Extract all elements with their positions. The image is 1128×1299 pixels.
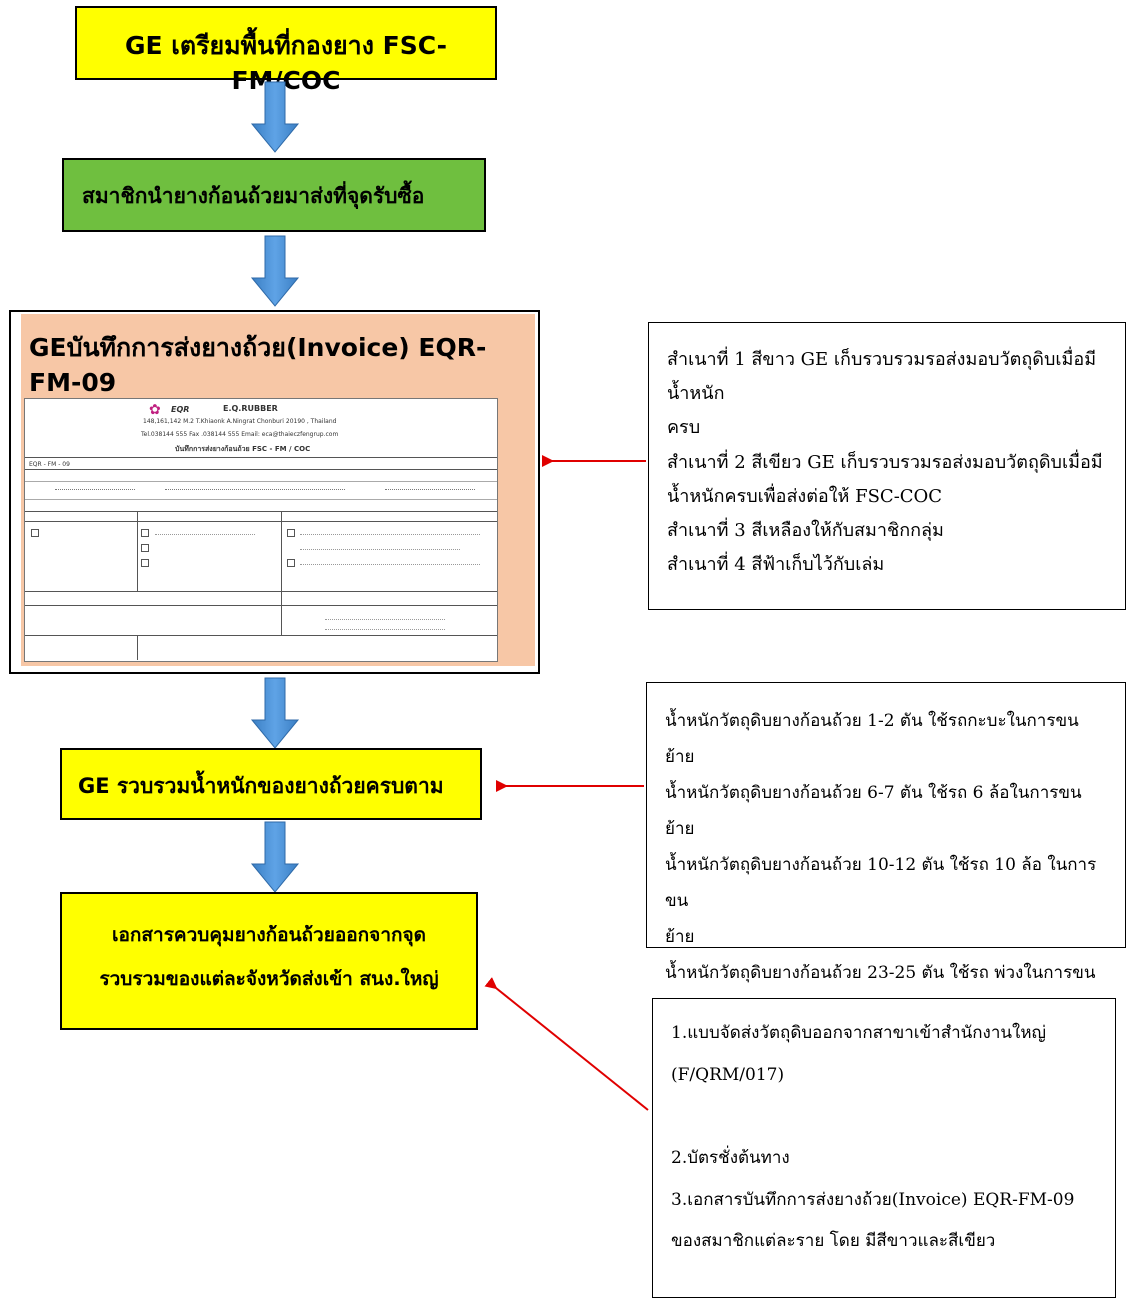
note1-line: สำเนาที่ 2 สีเขียว GE เก็บรวบรวมรอส่งมอบ… xyxy=(667,451,1103,473)
invoice-form-image: ✿ EQR E.Q.RUBBER 148,161,142 M.2 T.Khiao… xyxy=(24,398,498,662)
form-logo-icon: ✿ xyxy=(149,402,161,418)
note-documents-list: 1.แบบจัดส่งวัตถุดิบออกจากสาขาเข้าสำนักงา… xyxy=(652,998,1116,1298)
down-arrow-2 xyxy=(250,235,300,307)
step-collect-weight: GE รวบรวมน้ำหนักของยางถ้วยครบตาม xyxy=(60,748,482,820)
note3-line: (F/QRM/017) xyxy=(671,1064,785,1085)
step-prepare-area: GE เตรียมพื้นที่กองยาง FSC-FM/COC xyxy=(75,6,497,95)
note-transport-weight: น้ำหนักวัตถุดิบยางก้อนถ้วย 1-2 ตัน ใช้รถ… xyxy=(646,682,1126,1019)
step-collect-weight-text: GE รวบรวมน้ำหนักของยางถ้วยครบตาม xyxy=(78,774,444,798)
note3-line: 3.เอกสารบันทึกการส่งยางถ้วย(Invoice) EQR… xyxy=(671,1189,1075,1210)
note1-line: สำเนาที่ 4 สีฟ้าเก็บไว้กับเล่ม xyxy=(667,554,885,576)
form-company: E.Q.RUBBER xyxy=(223,404,278,413)
step-invoice-record: GEบันทึกการส่งยางถ้วย(Invoice) EQR-FM-09… xyxy=(9,310,540,674)
note2-line: ย้าย xyxy=(665,927,695,948)
form-logo-text: EQR xyxy=(171,405,190,414)
step-control-document-line1: เอกสารควบคุมยางก้อนถ้วยออกจากจุด xyxy=(112,924,426,946)
form-doc-title: บันทึกการส่งยางก้อนถ้วย FSC - FM / COC xyxy=(175,445,311,453)
note1-line: สำเนาที่ 3 สีเหลืองให้กับสมาชิกกลุ่ม xyxy=(667,519,944,541)
note2-line: น้ำหนักวัตถุดิบยางก้อนถ้วย 6-7 ตัน ใช้รถ… xyxy=(665,783,1082,840)
down-arrow-4 xyxy=(250,821,300,893)
note1-line: สำเนาที่ 1 สีขาว GE เก็บรวบรวมรอส่งมอบวั… xyxy=(667,349,1097,405)
note2-line: น้ำหนักวัตถุดิบยางก้อนถ้วย 1-2 ตัน ใช้รถ… xyxy=(665,711,1079,768)
form-address: 148,161,142 M.2 T.Khiaonk A.Ningrat Chon… xyxy=(143,418,337,425)
note1-line: ครบ xyxy=(667,417,701,439)
note2-line: น้ำหนักวัตถุดิบยางก้อนถ้วย 10-12 ตัน ใช้… xyxy=(665,855,1097,912)
step-member-delivery-text: สมาชิกนำยางก้อนถ้วยมาส่งที่จุดรับซื้อ xyxy=(82,184,425,208)
down-arrow-3 xyxy=(250,677,300,749)
note-copy-distribution: สำเนาที่ 1 สีขาว GE เก็บรวบรวมรอส่งมอบวั… xyxy=(648,322,1126,610)
form-code: EQR - FM - 09 xyxy=(29,461,70,468)
step-member-delivery: สมาชิกนำยางก้อนถ้วยมาส่งที่จุดรับซื้อ xyxy=(62,158,486,232)
form-contact: Tel.038144 555 Fax .038144 555 Email: ec… xyxy=(141,431,339,438)
note3-line: ของสมาชิกแต่ละราย โดย มีสีขาวและสีเขียว xyxy=(671,1231,996,1252)
down-arrow-1 xyxy=(250,81,300,153)
invoice-title: GEบันทึกการส่งยางถ้วย(Invoice) EQR-FM-09 xyxy=(29,333,487,397)
step-control-document: เอกสารควบคุมยางก้อนถ้วยออกจากจุด รวบรวมข… xyxy=(60,892,478,1030)
note1-line: น้ำหนักครบเพื่อส่งต่อให้ FSC-COC xyxy=(667,485,943,507)
step-prepare-area-text: GE เตรียมพื้นที่กองยาง FSC-FM/COC xyxy=(124,31,448,95)
red-arrow-note3 xyxy=(484,977,649,1111)
step-control-document-line2: รวบรวมของแต่ละจังหวัดส่งเข้า สนง.ใหญ่ xyxy=(99,968,439,990)
note3-line: 1.แบบจัดส่งวัตถุดิบออกจากสาขาเข้าสำนักงา… xyxy=(671,1023,1047,1043)
note3-line: 2.บัตรชั่งต้นทาง xyxy=(671,1147,790,1168)
